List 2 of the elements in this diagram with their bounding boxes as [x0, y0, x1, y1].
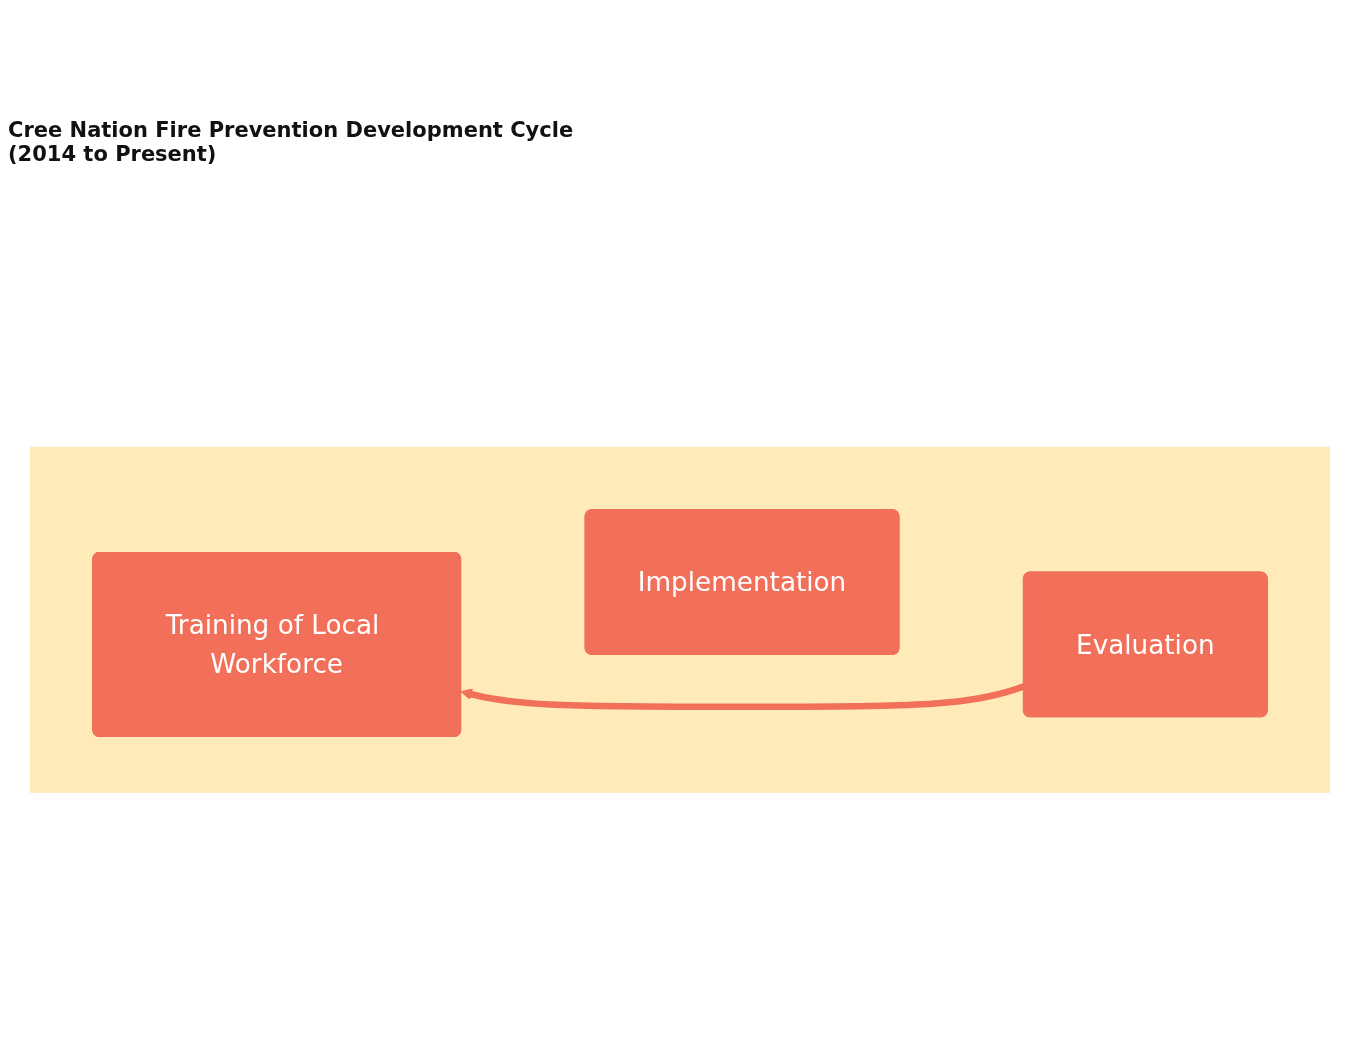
- diagram-title: Cree Nation Fire Prevention Development Cycle (2014 to Present): [8, 118, 575, 166]
- cluster: [29, 447, 1331, 793]
